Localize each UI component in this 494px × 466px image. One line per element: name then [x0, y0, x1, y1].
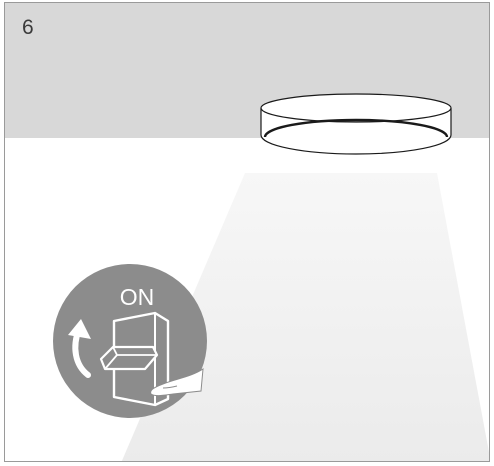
- step-illustration: ON: [5, 3, 490, 462]
- switch-on-label: ON: [120, 284, 155, 310]
- step-number: 6: [22, 17, 34, 38]
- switch-badge: ON: [53, 264, 207, 418]
- instruction-panel: ON 6: [4, 2, 490, 462]
- ceiling-lamp-icon: [261, 94, 451, 154]
